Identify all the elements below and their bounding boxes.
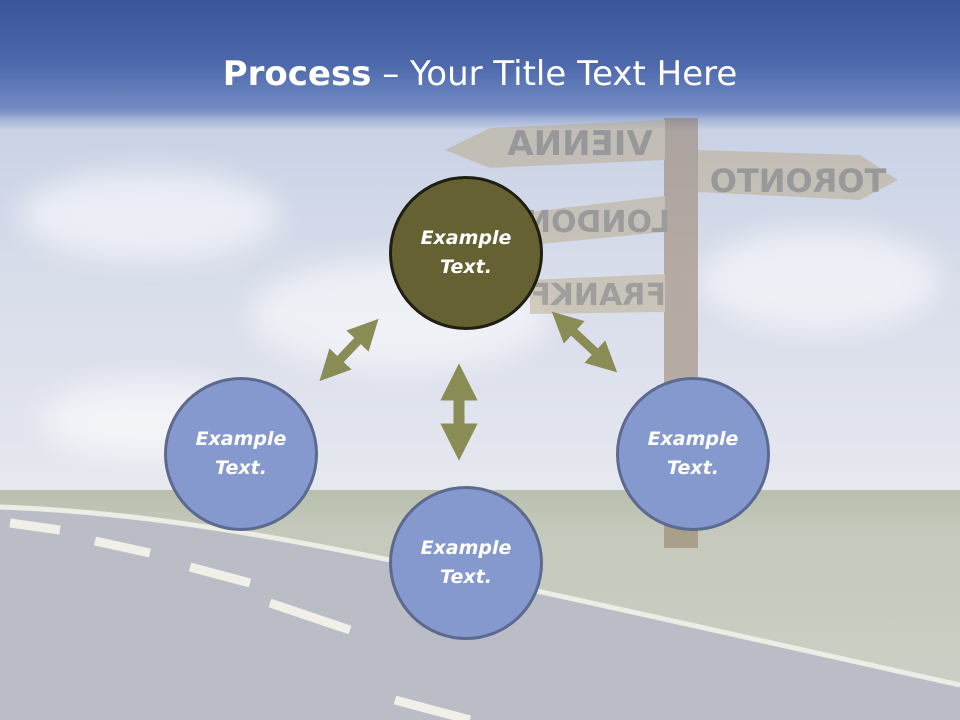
- slide-title: Process – Your Title Text Here: [0, 52, 960, 96]
- arrow-left-top: [319, 318, 379, 382]
- signpost-label: VIENNA: [507, 124, 653, 164]
- node-text-line1: Example: [420, 537, 512, 559]
- node-text-line1: Example: [647, 428, 739, 450]
- cloud: [20, 170, 280, 260]
- title-rest: – Your Title Text Here: [371, 54, 738, 94]
- node-text-line2: Text.: [440, 566, 492, 588]
- node-text-line2: Text.: [440, 256, 492, 278]
- node-text-line1: Example: [420, 227, 512, 249]
- arrow-top-right: [551, 311, 618, 373]
- title-bold: Process: [222, 54, 372, 94]
- signpost-label: LONDON: [526, 205, 670, 240]
- signpost-label: FRANKF: [530, 278, 666, 313]
- node-text-line1: Example: [195, 428, 287, 450]
- cloud: [700, 230, 940, 330]
- signpost-label: TORONTO: [710, 162, 887, 200]
- node-text-line2: Text.: [667, 457, 719, 479]
- header-band: [0, 0, 960, 118]
- node-text-line2: Text.: [215, 457, 267, 479]
